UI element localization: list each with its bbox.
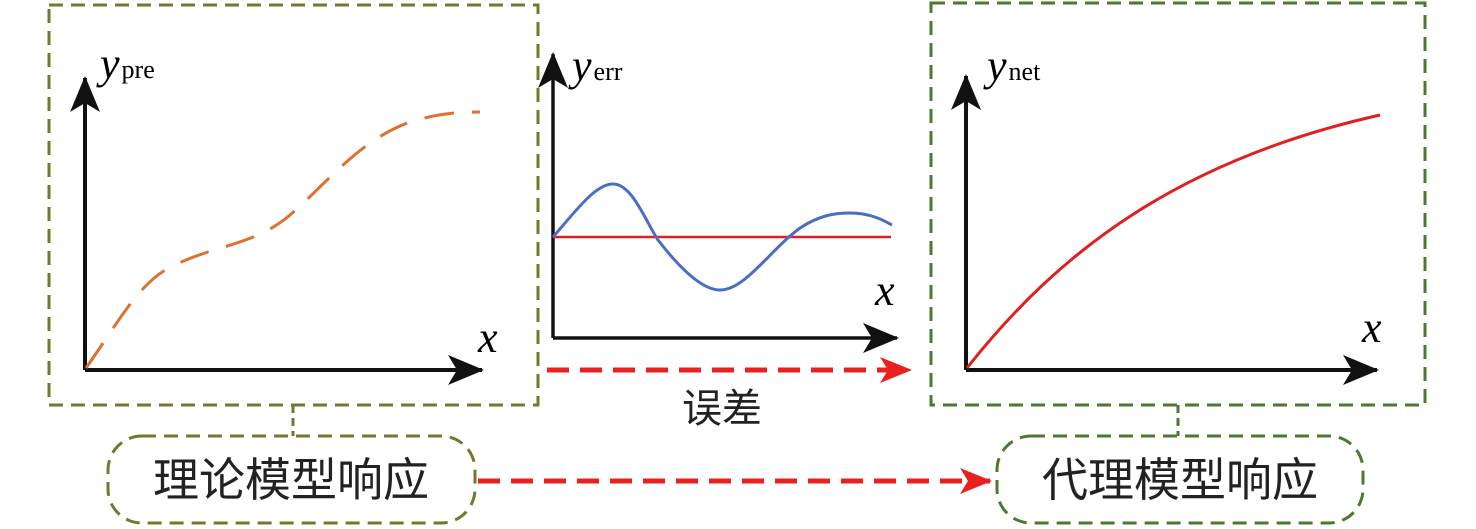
surrogate-y-label: ynet [983,41,1041,90]
theory-response-curve [84,110,481,369]
error-x-label: x [874,266,895,315]
error-y-label: yerr [568,41,623,90]
error-curve [551,182,893,292]
surrogate-x-label: x [1361,303,1382,352]
surrogate-response-curve [965,113,1381,369]
theory-response-label: 理论模型响应 [153,453,429,507]
theory-y-label: ypre [96,39,155,88]
error-arrow-label: 误差 [682,386,762,432]
surrogate-response-label: 代理模型响应 [1042,453,1318,507]
surrogate-panel-frame [929,1,1427,407]
surrogate-response-box [995,434,1365,525]
theory-response-box [106,434,477,525]
theory-x-label: x [477,313,498,362]
